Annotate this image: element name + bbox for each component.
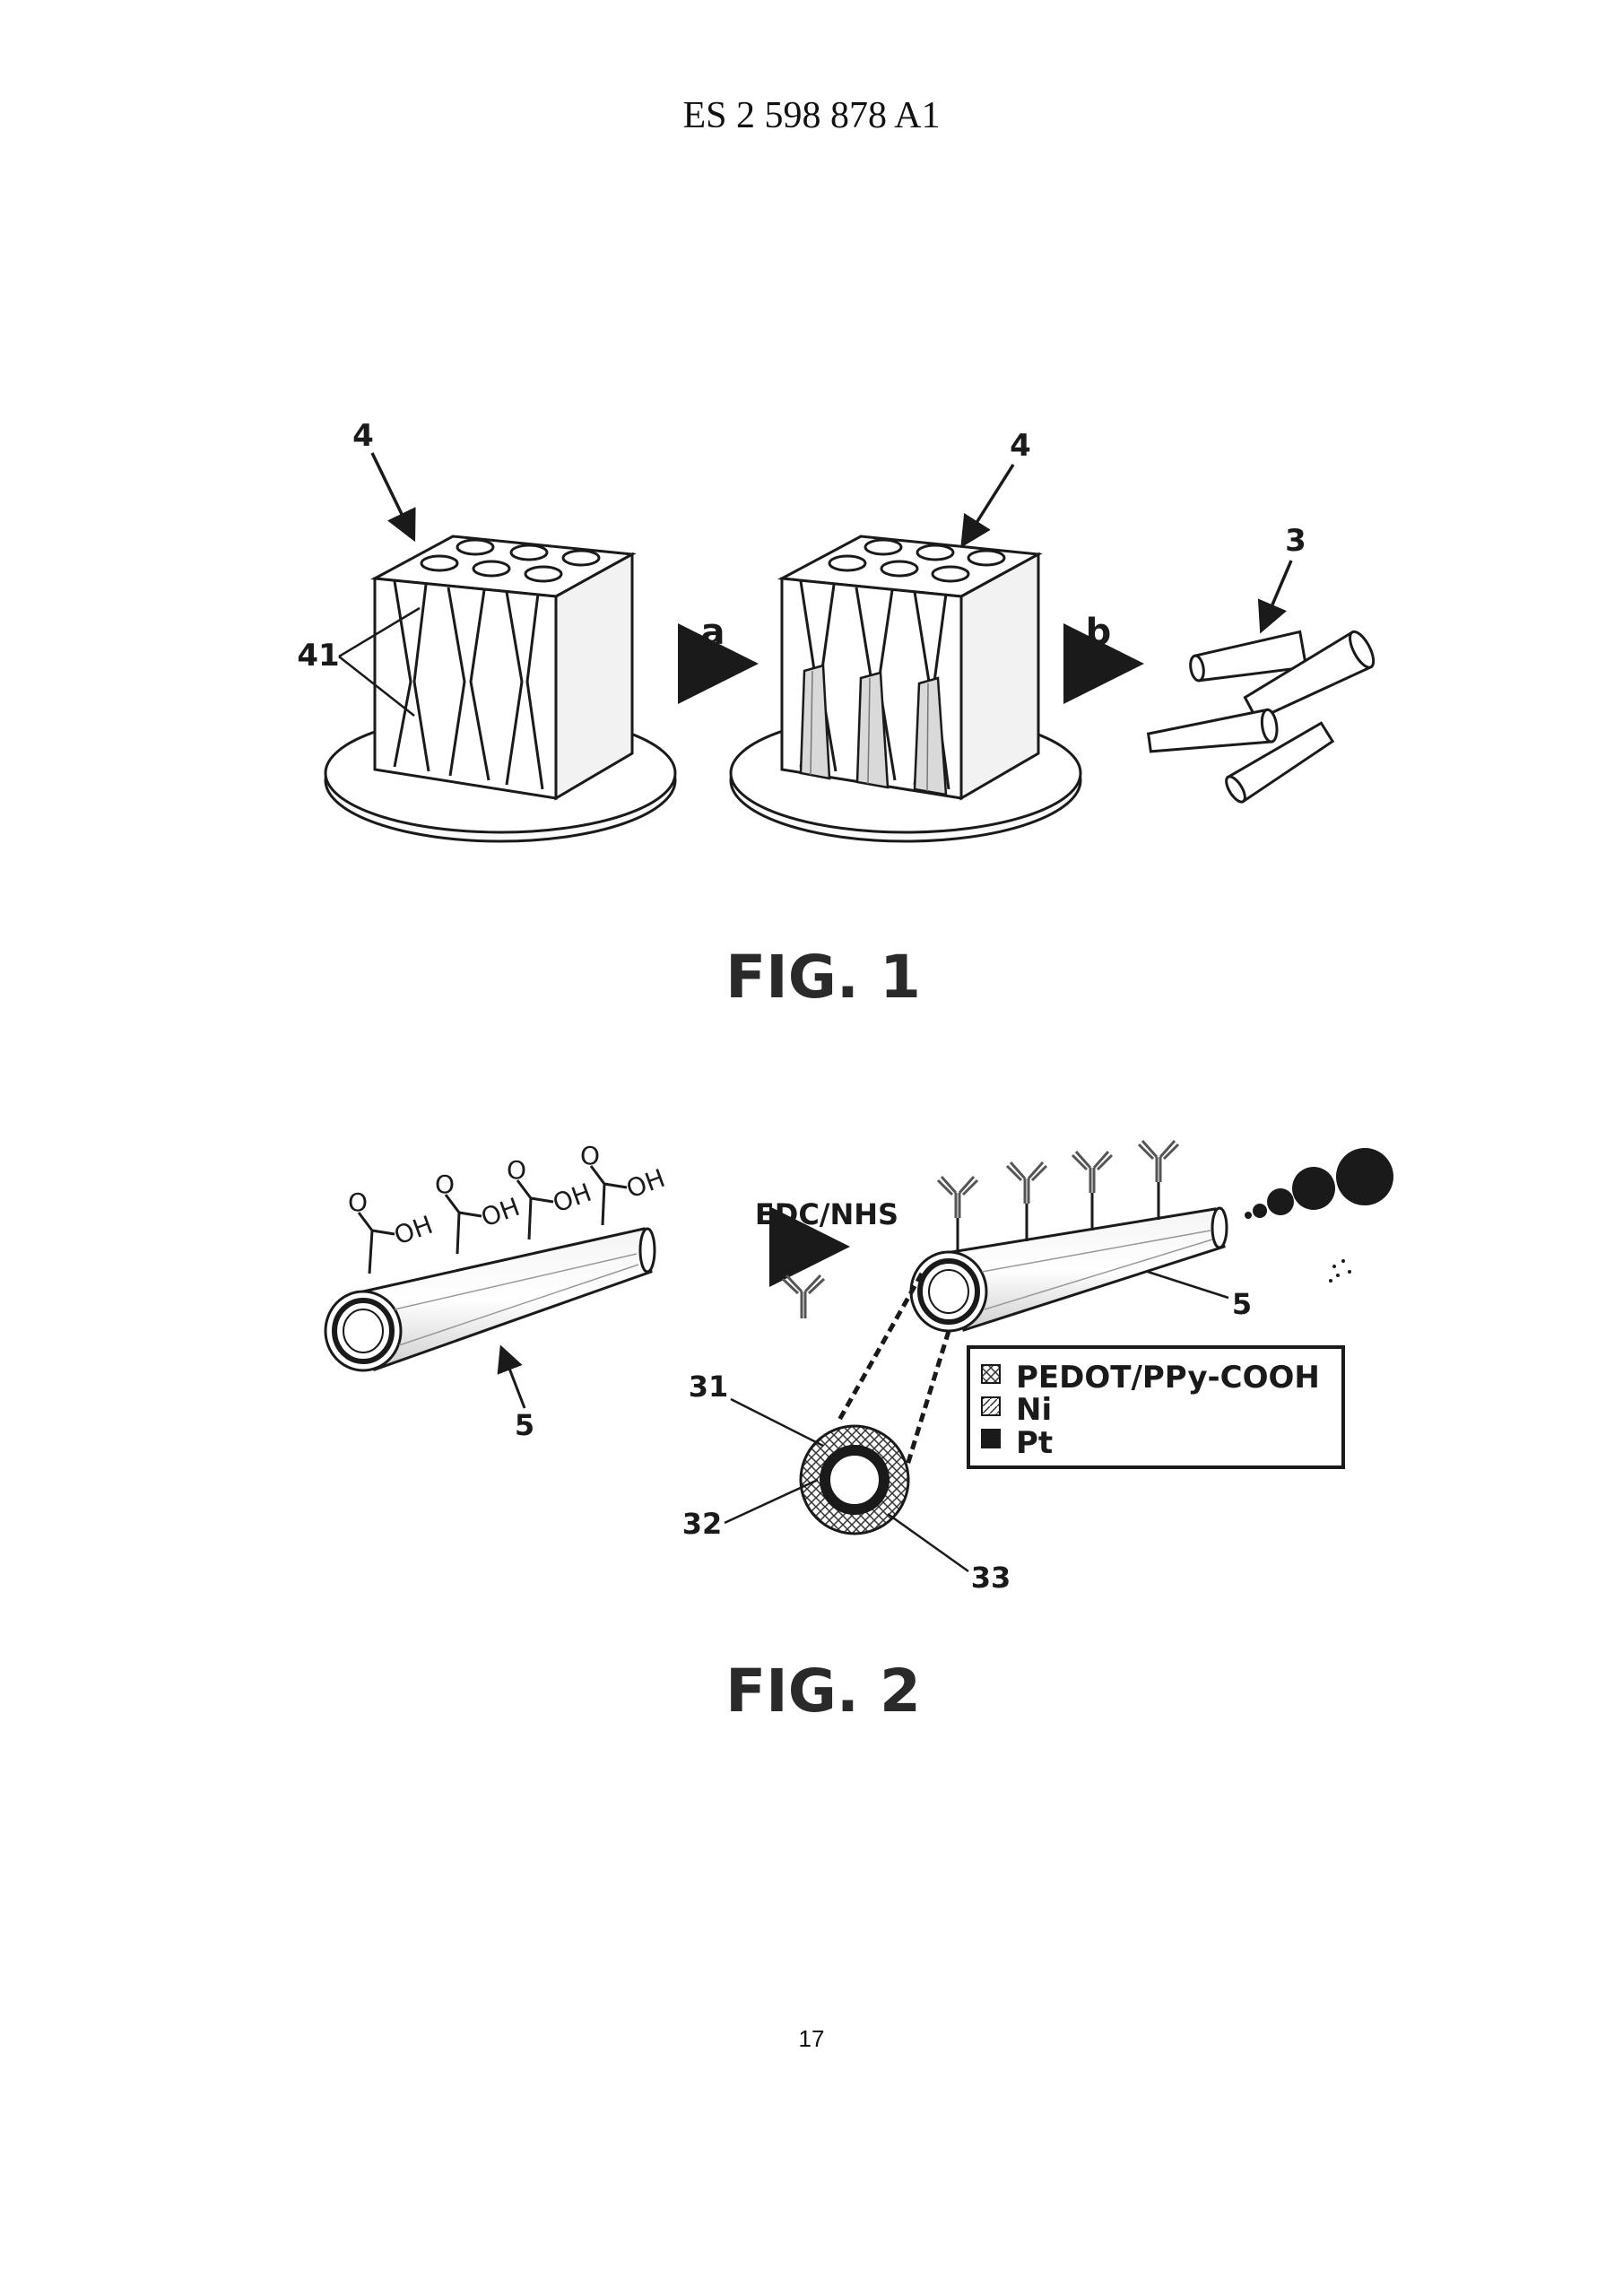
zoom-line-lower — [903, 1330, 951, 1472]
legend-swatch-ni — [981, 1396, 1001, 1416]
figure-1: 4 41 a — [297, 418, 1376, 1012]
label-template-left: 4 — [352, 418, 374, 454]
carboxyl-o-1: O — [348, 1187, 368, 1217]
figure-2: O OH O OH O OH O OH 5 EDC/NHS — [324, 1140, 1393, 1726]
legend-swatch-pedot — [981, 1364, 1001, 1384]
label-layer-inner: 33 — [971, 1561, 1011, 1595]
label-layer-middle: 32 — [682, 1507, 723, 1541]
label-layer-outer: 31 — [689, 1370, 729, 1404]
label-reagent: EDC/NHS — [755, 1197, 898, 1231]
legend: PEDOT/PPy-COOH Ni Pt — [967, 1345, 1345, 1469]
label-step-b: b — [1086, 612, 1112, 653]
label-pores: 41 — [297, 638, 339, 674]
leader-pores-upper — [338, 606, 421, 658]
arrow-template-left — [370, 452, 416, 543]
leader-layer-inner — [887, 1512, 969, 1573]
legend-label-ni: Ni — [1016, 1392, 1052, 1428]
page-number: 17 — [798, 2025, 825, 2052]
template-membrane-1 — [324, 535, 677, 843]
label-tube-left: 5 — [515, 1408, 534, 1442]
legend-label-pedot: PEDOT/PPy-COOH — [1016, 1360, 1320, 1396]
carboxyl-o-4: O — [580, 1141, 600, 1170]
arrow-tube-left — [497, 1344, 526, 1409]
cross-section — [799, 1424, 910, 1535]
label-step-a: a — [701, 612, 725, 653]
figure-1-caption: FIG. 1 — [725, 943, 921, 1012]
legend-label-pt: Pt — [1016, 1425, 1053, 1461]
figure-2-caption: FIG. 2 — [725, 1657, 921, 1726]
label-nanotubes: 3 — [1285, 523, 1306, 559]
carboxyl-oh-1: OH — [390, 1210, 437, 1251]
patent-number: ES 2 598 878 A1 — [682, 95, 941, 136]
template-membrane-2 — [729, 535, 1082, 843]
arrow-template-right — [960, 464, 1015, 548]
carboxyl-oh-3: OH — [549, 1178, 595, 1219]
leader-tube-right — [1147, 1270, 1229, 1300]
zoom-line-upper — [836, 1272, 924, 1423]
tube-functionalized — [909, 1206, 1228, 1333]
arrow-nanotubes — [1257, 560, 1293, 634]
carboxyl-oh-2: OH — [477, 1192, 524, 1233]
tube-carboxyl — [324, 1227, 656, 1372]
antibody-icon — [781, 1274, 826, 1318]
label-tube-right: 5 — [1232, 1287, 1252, 1321]
legend-swatch-pt — [981, 1429, 1001, 1448]
label-template-right: 4 — [1010, 428, 1031, 464]
released-nanotubes — [1146, 630, 1376, 804]
leader-layer-outer — [730, 1397, 824, 1448]
particles — [1245, 1148, 1393, 1283]
carboxyl-oh-4: OH — [622, 1163, 669, 1205]
carboxyl-o-2: O — [435, 1170, 455, 1199]
leader-pores-lower — [338, 656, 415, 717]
leader-layer-middle — [724, 1478, 819, 1525]
carboxyl-o-3: O — [507, 1155, 526, 1185]
antibodies — [936, 1140, 1180, 1254]
